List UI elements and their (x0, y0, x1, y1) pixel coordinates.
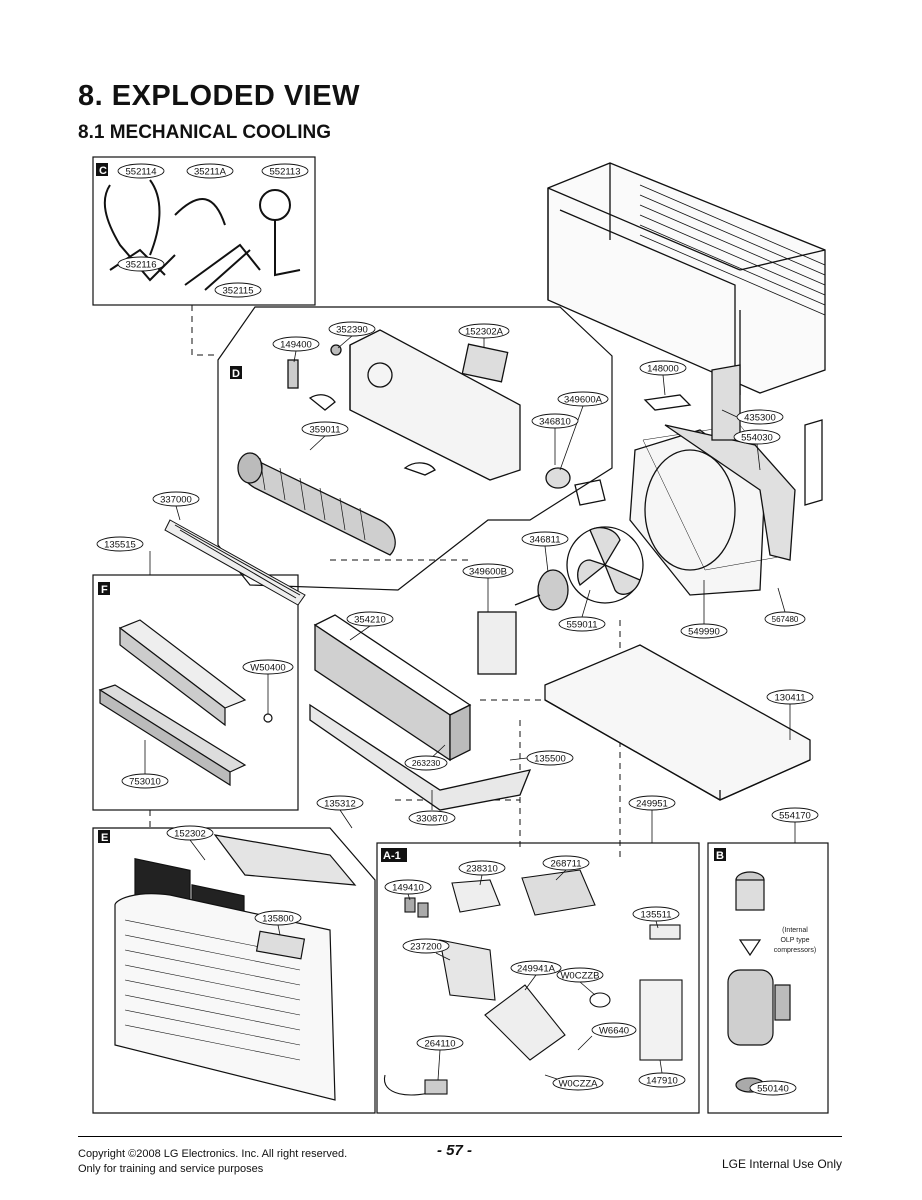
part-label: 237200 (410, 942, 442, 953)
olp-note-line3: compressors) (774, 947, 816, 954)
part-label: 550140 (757, 1084, 789, 1095)
part-label: 435300 (744, 413, 776, 424)
part-label: 152302 (174, 829, 206, 840)
part-label: 354210 (354, 615, 386, 626)
part-label: 264110 (425, 1039, 456, 1050)
part-label: 359011 (310, 425, 341, 436)
part-label: 148000 (647, 364, 679, 375)
part-label: 559011 (567, 620, 598, 631)
part-label: 263230 (412, 758, 441, 768)
internal-use-notice: LGE Internal Use Only (721, 1157, 842, 1171)
part-label: 352115 (223, 286, 254, 297)
part-label: W6640 (599, 1026, 629, 1037)
olp-note-line1: (Internal (782, 927, 808, 934)
part-label: 147910 (646, 1076, 678, 1087)
part-label: 152302A (465, 327, 504, 338)
part-label: 249941A (517, 964, 556, 975)
part-label: 35211A (194, 167, 227, 178)
section-label-a1: A-1 (383, 850, 401, 862)
section-a1-box (376, 842, 700, 1114)
section-e-box (92, 827, 376, 1114)
purpose-text: Only for training and service purposes (78, 1163, 264, 1175)
part-label: 238310 (466, 864, 498, 875)
section-label-d: D (232, 368, 240, 380)
section-d-box (217, 306, 613, 591)
part-label: 330870 (416, 814, 448, 825)
section-label-e: E (101, 832, 108, 844)
part-label: 349600A (564, 395, 603, 406)
part-label: 346811 (530, 535, 561, 546)
section-label-c: C (99, 165, 107, 177)
section-f-box (92, 574, 299, 811)
part-label: 346810 (539, 417, 571, 428)
part-label: 135515 (104, 540, 136, 551)
part-label: 552113 (270, 167, 301, 178)
part-label: 552114 (126, 167, 157, 178)
part-label: 135800 (262, 914, 294, 925)
part-label: 352390 (336, 325, 368, 336)
part-label: 753010 (129, 777, 161, 788)
part-label: W0CZZA (558, 1079, 598, 1090)
section-c-box (92, 156, 316, 306)
footer-divider (78, 1136, 842, 1137)
part-label: 135312 (324, 799, 356, 810)
section-b-box (707, 842, 829, 1114)
part-label: 349600B (469, 567, 507, 578)
part-label: 554170 (779, 811, 811, 822)
olp-note-line2: OLP type (780, 937, 809, 944)
part-label: W0CZZB (560, 971, 599, 982)
part-label: 249951 (636, 799, 668, 810)
part-label: 135511 (641, 910, 672, 921)
part-label: 130411 (775, 693, 806, 704)
part-label: 549990 (688, 627, 720, 638)
part-label: 554030 (741, 433, 773, 444)
footer-copyright-block: Copyright ©2008 LG Electronics. Inc. All… (78, 1147, 347, 1177)
section-label-b: B (716, 850, 724, 862)
page-number: - 57 - (437, 1142, 473, 1159)
part-label: 352116 (126, 260, 157, 271)
copyright-text: Copyright ©2008 LG Electronics. Inc. All… (78, 1148, 348, 1160)
section-subtitle: 8.1 MECHANICAL COOLING (78, 122, 332, 143)
part-label: 268711 (551, 859, 582, 870)
part-label: W50400 (250, 663, 285, 674)
part-label: 567480 (772, 615, 799, 624)
page-title: 8. EXPLODED VIEW (78, 80, 360, 112)
part-label: 149400 (280, 340, 312, 351)
part-label: 149410 (392, 883, 424, 894)
part-label: 337000 (160, 495, 192, 506)
section-label-f: F (101, 584, 108, 596)
part-label: 135500 (534, 754, 566, 765)
